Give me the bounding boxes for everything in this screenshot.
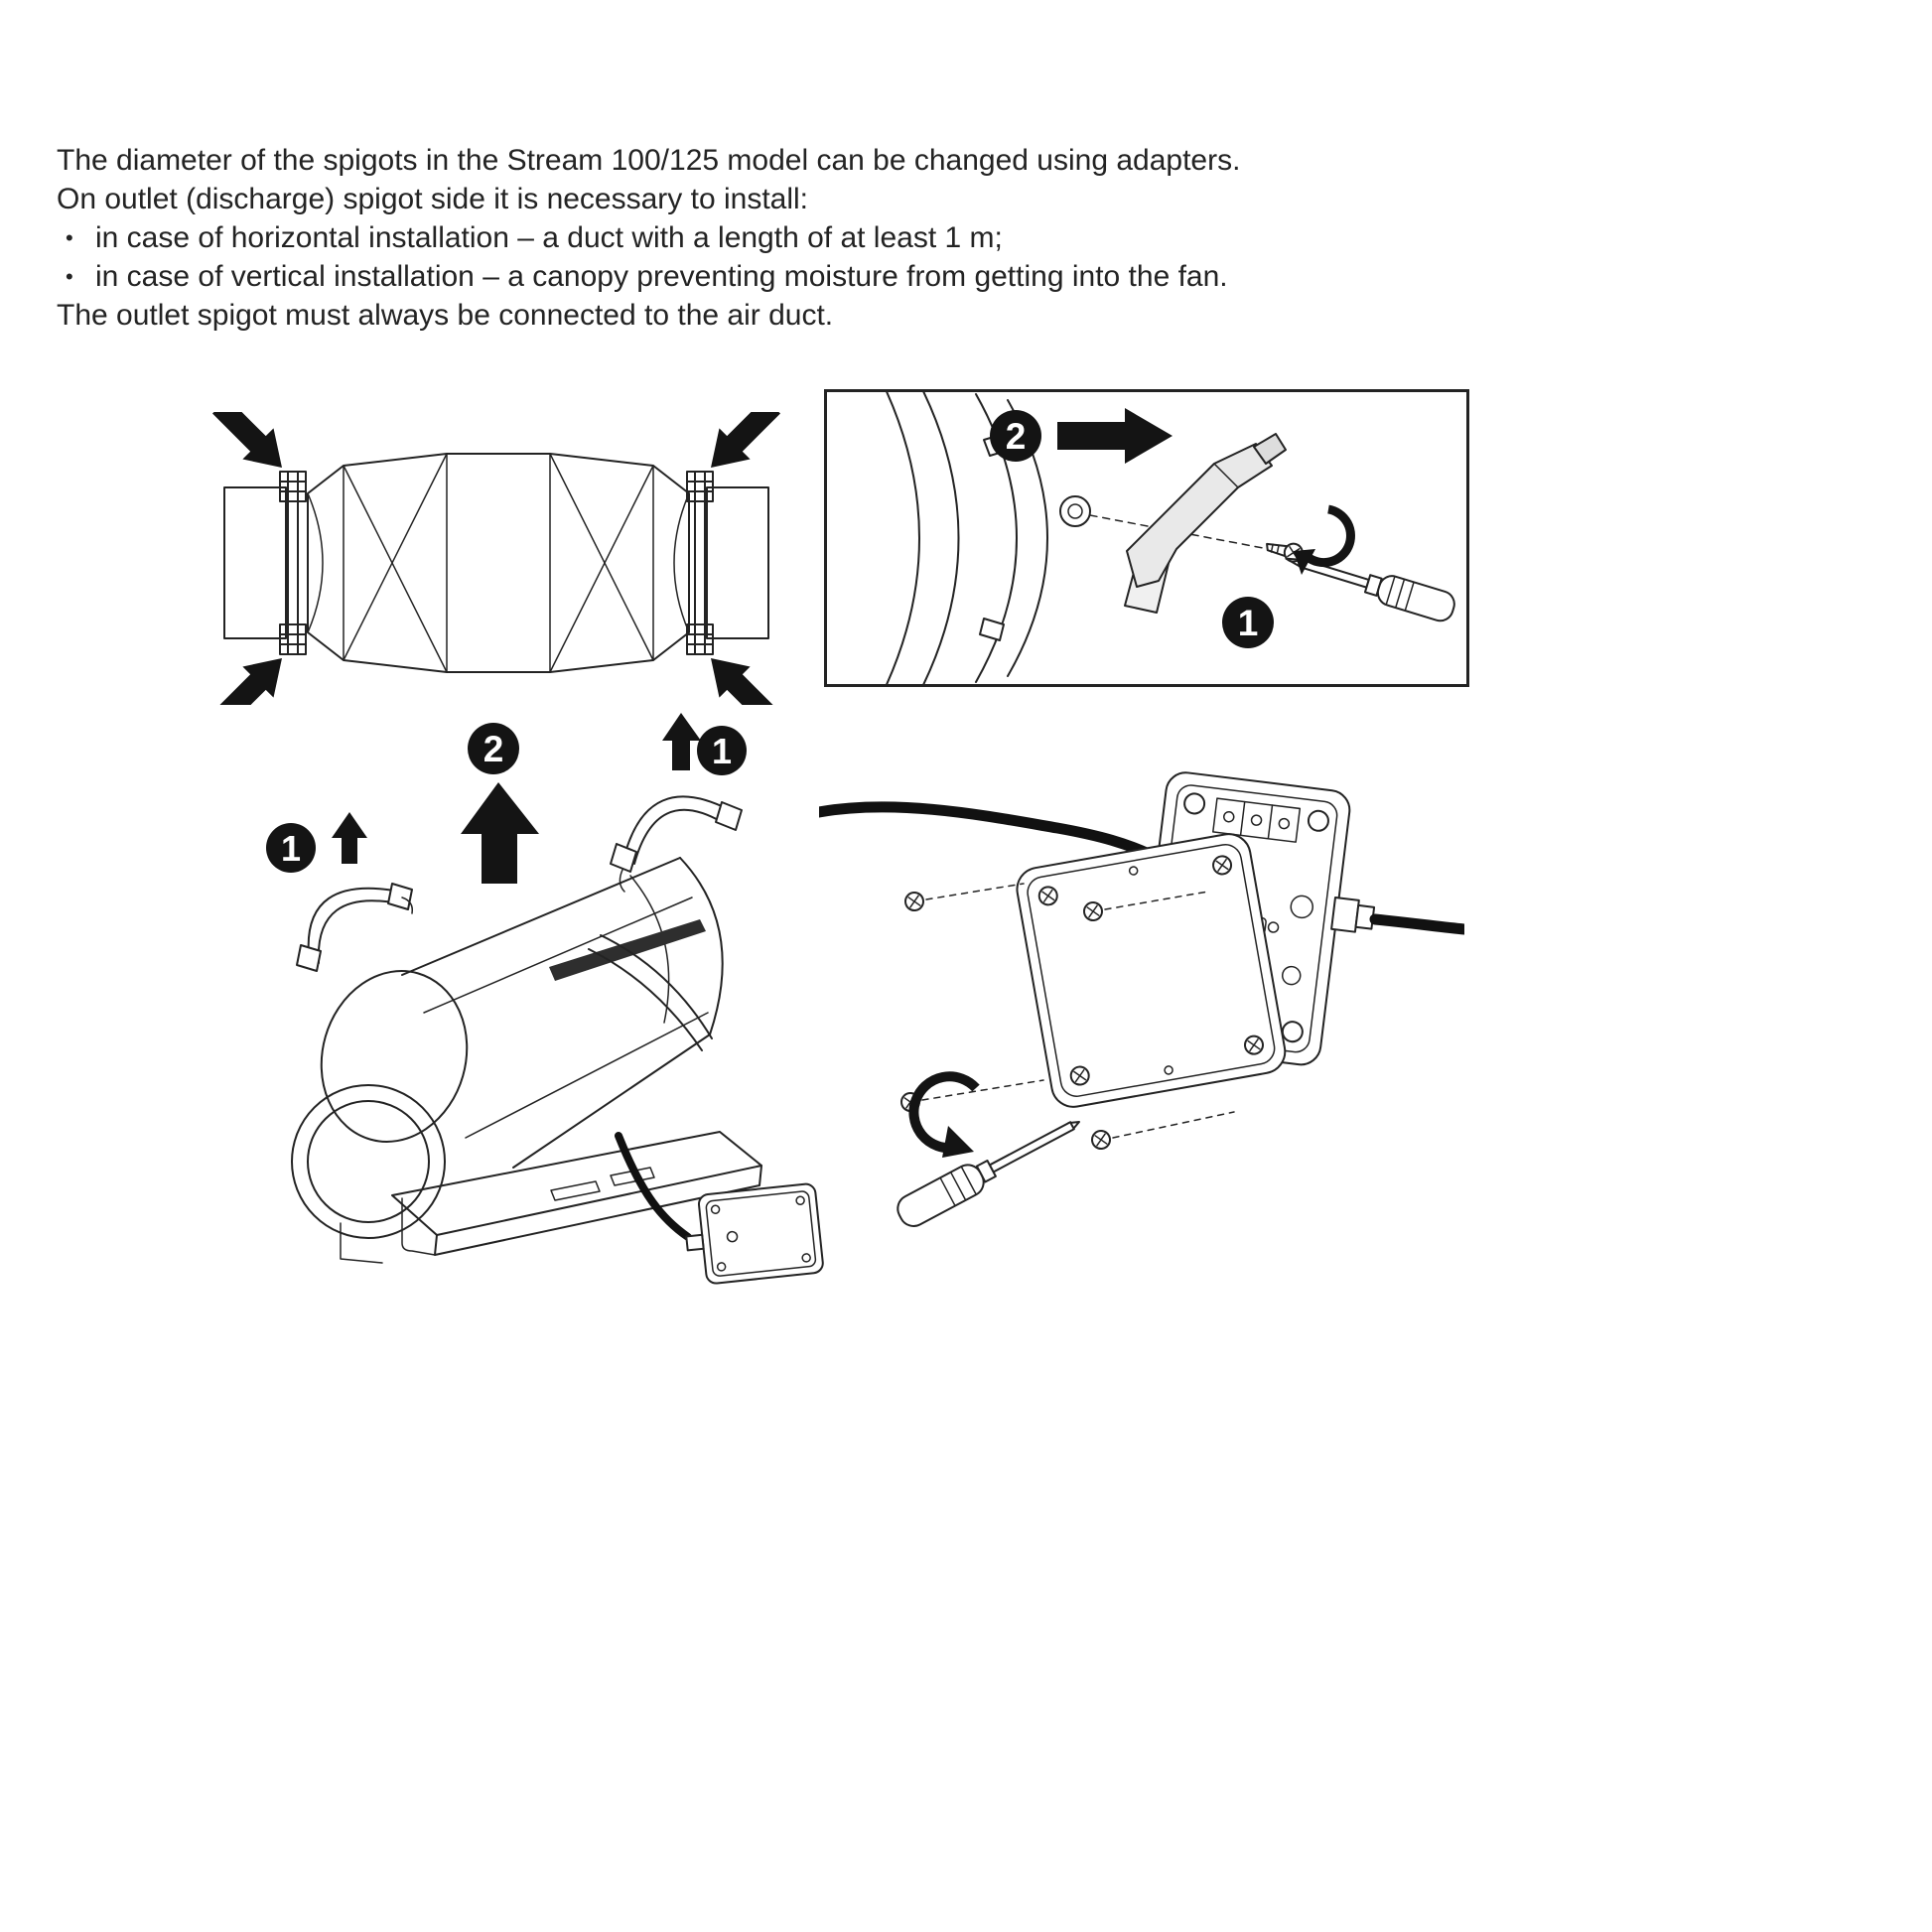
step-badge-2: 2 [468,723,519,774]
bullet-text-1: in case of horizontal installation – a d… [95,221,1003,254]
screw-guide-dashed [921,883,1235,1139]
latch-detail-drawing: 2 1 [886,392,1455,684]
figure-latch-detail: 2 1 [824,389,1469,687]
junction-box-small [685,1182,824,1285]
direction-arrow-icon [1057,408,1173,464]
figure-strap-removal: 2 1 1 [253,707,839,1303]
step-badge-1-right: 1 [697,726,747,775]
fan-spigot-adapters-drawing [211,412,781,705]
mains-cable-right [1369,913,1464,935]
junction-box-drawing [819,771,1464,1227]
figure-junction-box [819,753,1464,1269]
up-arrow-icon [461,782,539,884]
clamp-arrow-icon [711,658,781,705]
bullet-item-1: • in case of horizontal installation – a… [57,218,1695,257]
clamp-right [686,471,714,655]
text-line-3: The outlet spigot must always be connect… [57,299,834,332]
mounting-base [340,1131,762,1264]
bullet-item-2: • in case of vertical installation – a c… [57,257,1695,296]
cable-gland [1330,897,1376,933]
screw-icon [904,892,924,911]
up-arrow-icon [662,713,701,770]
svg-text:1: 1 [281,828,301,869]
step-badge-2: 2 [990,410,1041,462]
clamp-left [279,471,307,655]
screw-icon [1083,901,1103,921]
cover-screw-hole [1037,855,1265,1086]
clamp-arrow-icon [211,658,282,705]
inline-fan [291,857,724,1239]
box-cover [1016,833,1287,1108]
figure-spigot-adapters [189,412,804,705]
power-cable [615,1132,692,1241]
text-line-1: The diameter of the spigots in the Strea… [57,144,1241,177]
duct-right [706,486,769,639]
screw-icon [1091,1130,1111,1150]
mains-cable-left [819,801,1155,860]
step-badge-1-left: 1 [266,823,316,873]
duct-left [223,486,287,639]
step-badge-1: 1 [1222,597,1274,648]
bullet-dot: • [66,264,73,289]
svg-text:2: 2 [483,729,504,769]
bullet-dot: • [66,225,73,250]
rotation-arrow-icon [908,1071,980,1158]
bullet-text-2: in case of vertical installation – a can… [95,260,1228,293]
rotation-arrow-icon [1294,504,1355,575]
strap-removal-drawing: 2 1 1 [266,713,824,1285]
strap-right [610,795,743,893]
fan-housing [307,453,690,673]
svg-text:1: 1 [1238,603,1259,643]
screwdriver-icon [897,1121,1080,1227]
up-arrow-icon [332,812,367,864]
instruction-text: The diameter of the spigots in the Strea… [57,141,1695,335]
text-line-2: On outlet (discharge) spigot side it is … [57,183,809,215]
svg-text:1: 1 [712,731,732,771]
svg-text:2: 2 [1006,416,1027,457]
clamp-arrow-icon [211,412,282,468]
latch [1089,433,1287,614]
strap-left [296,883,414,972]
clamp-arrow-icon [711,412,781,468]
